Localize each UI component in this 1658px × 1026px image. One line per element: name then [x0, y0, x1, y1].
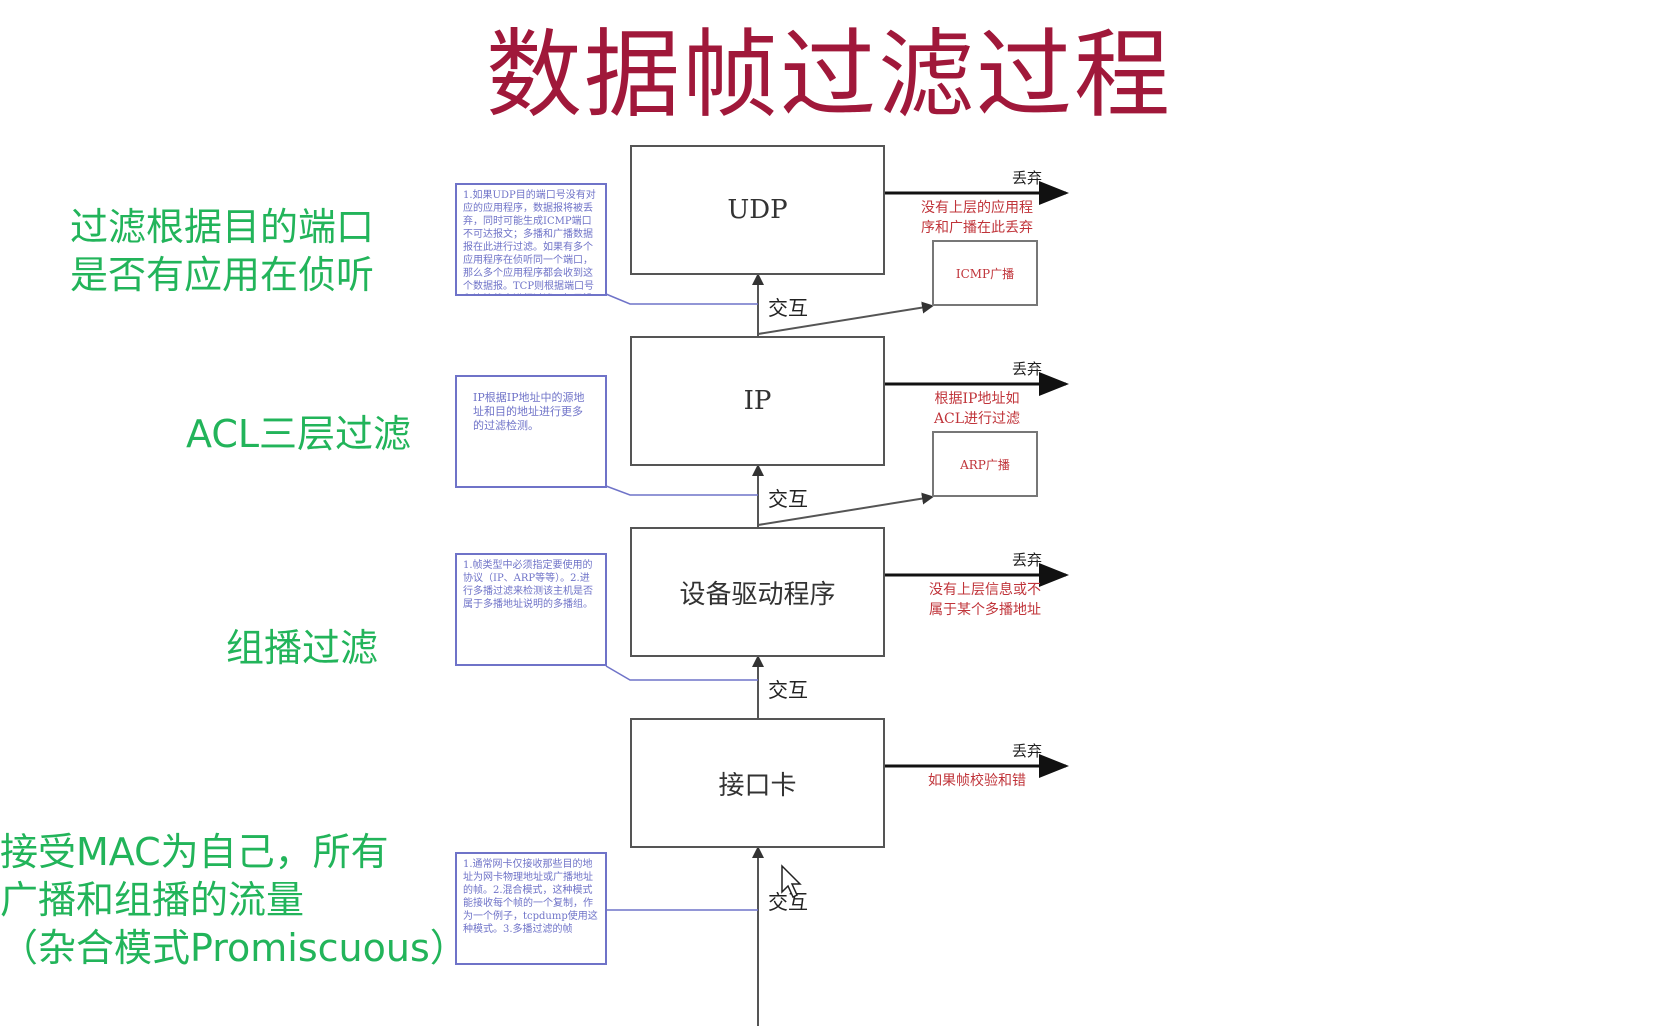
nic-note: 1.通常网卡仅接收那些目的地址为网卡物理地址或广播地址的帧。2.混合模式，这种模… — [455, 852, 607, 965]
interact-label-3: 交互 — [768, 678, 808, 702]
driver-filter-label: 组播过滤 — [226, 626, 379, 670]
driver-layer-box: 设备驱动程序 — [630, 527, 885, 657]
udp-note: 1.如果UDP目的端口号没有对应的应用程序，数据报将被丢弃，同时可能生成ICMP… — [455, 183, 607, 296]
driver-layer-label: 设备驱动程序 — [679, 579, 836, 610]
ip-layer-box: IP — [630, 336, 885, 466]
page-title: 数据帧过滤过程 — [486, 19, 1172, 131]
udp-layer-box: UDP — [630, 145, 885, 275]
udp-filter-label: 过滤根据目的端口 是否有应用在侦听 — [70, 205, 375, 297]
nic-filter-label: 接受MAC为自己，所有 广播和组播的流量 （杂合模式Promiscuous） — [0, 830, 468, 970]
ip-layer-label: IP — [743, 386, 772, 416]
icmp-broadcast-label: ICMP广播 — [955, 266, 1015, 281]
interact-label-4: 交互 — [768, 890, 808, 914]
nic-layer-box: 接口卡 — [630, 718, 885, 848]
arp-broadcast-box: ARP广播 — [932, 431, 1038, 497]
interact-label-2: 交互 — [768, 487, 808, 511]
nic-layer-label: 接口卡 — [718, 770, 797, 801]
udp-layer-label: UDP — [727, 195, 788, 225]
drop-label-nic: 丢弃 — [1012, 742, 1043, 760]
ip-filter-label: ACL三层过滤 — [186, 412, 412, 456]
drop-label-ip: 丢弃 — [1012, 360, 1043, 378]
interact-label-1: 交互 — [768, 296, 808, 320]
drop-reason-driver: 没有上层信息或不 属于某个多播地址 — [929, 582, 1041, 618]
icmp-broadcast-box: ICMP广播 — [932, 240, 1038, 306]
drop-label-udp: 丢弃 — [1012, 169, 1043, 187]
drop-label-driver: 丢弃 — [1012, 551, 1043, 569]
drop-reason-ip: 根据IP地址如 ACL进行过滤 — [933, 391, 1021, 427]
drop-reason-nic: 如果帧校验和错 — [928, 773, 1026, 789]
arp-broadcast-label: ARP广播 — [960, 457, 1010, 472]
driver-note: 1.帧类型中必须指定要使用的协议（IP、ARP等等）。2.进行多播过滤来检测该主… — [455, 553, 607, 666]
drop-reason-udp: 没有上层的应用程 序和广播在此丢弃 — [921, 200, 1033, 236]
ip-note: IP根据IP地址中的源地址和目的地址进行更多的过滤检测。 — [455, 375, 607, 488]
